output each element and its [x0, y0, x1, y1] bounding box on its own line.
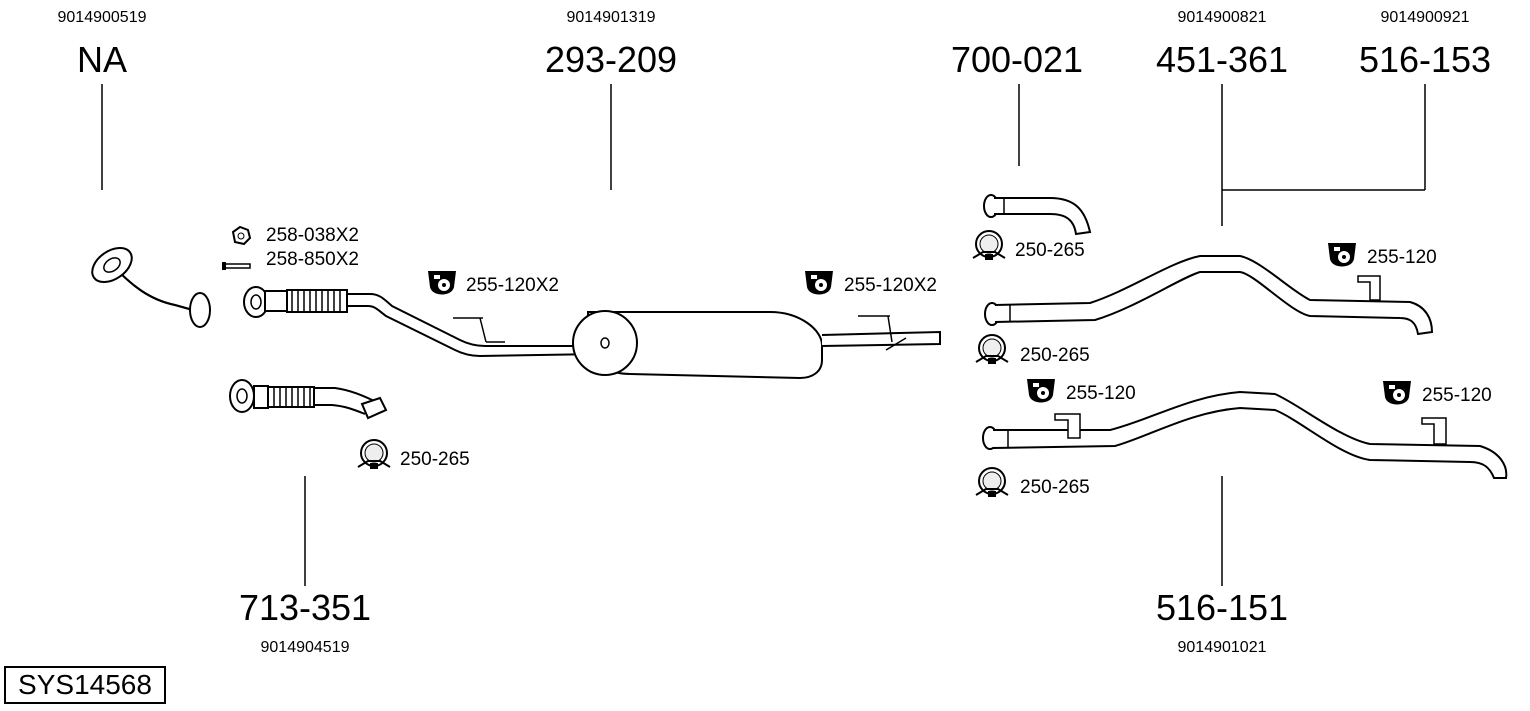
hanger-icons: [428, 243, 1411, 405]
front-pipe-na: [91, 246, 211, 328]
bolt-label: 258-850X2: [266, 249, 359, 270]
front-pipe-713: [229, 379, 388, 420]
clamp-icon: [357, 439, 391, 469]
nut-icon: [231, 225, 252, 246]
clamp-label-a: 250-265: [1015, 240, 1085, 261]
clamp-icon: [972, 230, 1006, 260]
hanger-icon: [1328, 243, 1356, 267]
part-number-5: 516-153: [1358, 39, 1492, 80]
part-number-1: NA: [76, 39, 128, 80]
clamp-label-d: 250-265: [1020, 477, 1090, 498]
bolt-icon: [222, 262, 251, 270]
part-ref-1: 9014900519: [57, 9, 147, 26]
intermediate-pipe: [243, 286, 601, 358]
tail-pipe-516: [982, 390, 1508, 479]
part-ref-4: 9014900821: [1177, 9, 1267, 26]
system-id-box: SYS14568: [4, 666, 166, 704]
hanger-icon: [1383, 381, 1411, 405]
hanger-label-a: 255-120X2: [466, 275, 559, 296]
part-number-7: 516-151: [1155, 587, 1289, 628]
part-number-4: 451-361: [1155, 39, 1289, 80]
part-number-3: 700-021: [950, 39, 1084, 80]
hanger-label-e: 255-120: [1422, 385, 1492, 406]
tail-pipe-700: [983, 194, 1092, 236]
part-ref-6: 9014904519: [260, 639, 350, 656]
muffler: [572, 310, 941, 380]
clamp-icons: [357, 230, 1009, 497]
part-ref-5: 9014900921: [1380, 9, 1470, 26]
part-number-2: 293-209: [544, 39, 678, 80]
hanger-label-c: 255-120: [1367, 247, 1437, 268]
hanger-icon: [805, 271, 833, 295]
leader-lines: [101, 84, 1426, 586]
clamp-label-c: 250-265: [400, 449, 470, 470]
hanger-label-d: 255-120: [1066, 383, 1136, 404]
nut-label: 258-038X2: [266, 225, 359, 246]
part-number-6: 713-351: [238, 587, 372, 628]
hanger-label-b: 255-120X2: [844, 275, 937, 296]
part-ref-2: 9014901319: [566, 9, 656, 26]
clamp-label-b: 250-265: [1020, 345, 1090, 366]
clamp-icon: [975, 334, 1009, 364]
hanger-icon: [428, 271, 456, 295]
clamp-icon: [975, 467, 1009, 497]
part-ref-7: 9014901021: [1177, 639, 1267, 656]
tail-pipe-451: [984, 255, 1434, 336]
hanger-icon: [1027, 379, 1055, 403]
